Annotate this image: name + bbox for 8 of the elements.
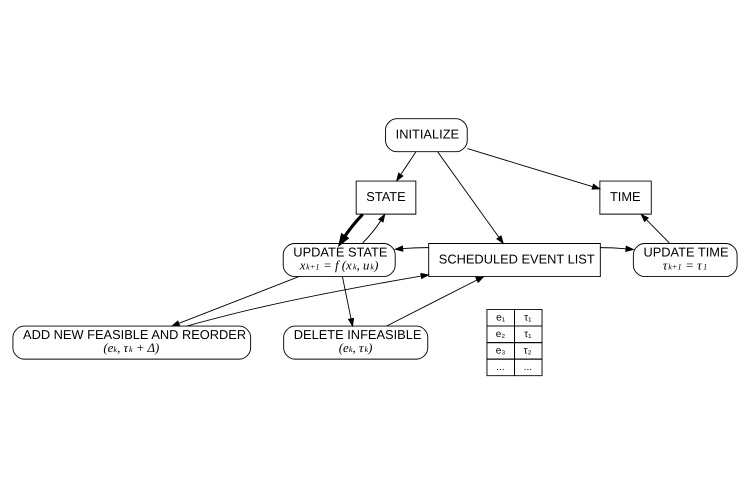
label: e₁ [496, 312, 506, 324]
label: τ₁ [524, 312, 532, 324]
label: ... [524, 362, 532, 373]
label: τ₂ [524, 345, 532, 356]
label: τ₁ [524, 328, 532, 340]
label: e₂ [496, 328, 506, 340]
label: e₃ [496, 345, 506, 356]
label: ... [496, 362, 505, 373]
